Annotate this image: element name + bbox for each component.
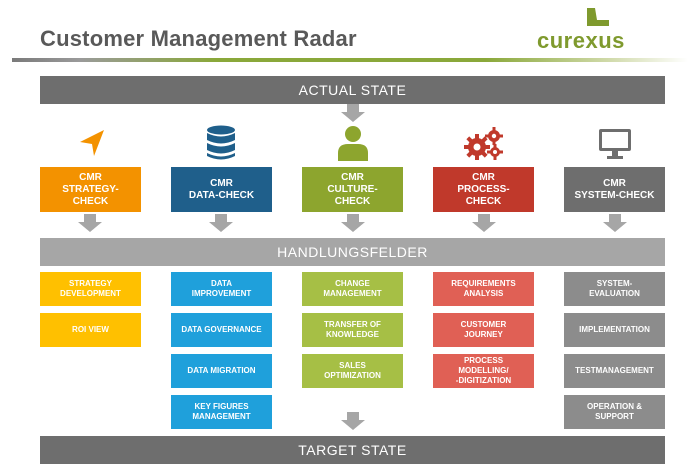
item-data-improvement: DATA IMPROVEMENT xyxy=(171,272,272,306)
header-divider xyxy=(12,58,688,62)
navigation-arrow-icon xyxy=(80,130,104,156)
cmr-process-check-box: CMR PROCESS- CHECK xyxy=(433,167,534,212)
item-key-figures-management: KEY FIGURES MANAGEMENT xyxy=(171,395,272,429)
item-system-evaluation: SYSTEM- EVALUATION xyxy=(564,272,665,306)
item-implementation: IMPLEMENTATION xyxy=(564,313,665,347)
item-data-governance: DATA GOVERNANCE xyxy=(171,313,272,347)
person-icon xyxy=(338,126,368,161)
page-title: Customer Management Radar xyxy=(40,26,357,51)
down-arrow-target xyxy=(341,412,365,430)
down-arrow-actual xyxy=(341,104,365,122)
cmr-strategy-check-box: CMR STRATEGY- CHECK xyxy=(40,167,141,212)
down-arrow-strategy xyxy=(78,214,102,232)
target-state-bar: TARGET STATE xyxy=(40,436,665,464)
item-operation-support: OPERATION & SUPPORT xyxy=(564,395,665,429)
item-strategy-development: STRATEGY DEVELOPMENT xyxy=(40,272,141,306)
item-customer-journey: CUSTOMER JOURNEY xyxy=(433,313,534,347)
logo-mark-icon xyxy=(587,8,609,26)
monitor-icon xyxy=(599,129,631,159)
handlungsfelder-bar: HANDLUNGSFELDER xyxy=(40,238,665,266)
database-icon xyxy=(207,125,235,160)
cmr-culture-check-box: CMR CULTURE- CHECK xyxy=(302,167,403,212)
down-arrow-system xyxy=(603,214,627,232)
item-change-management: CHANGE MANAGEMENT xyxy=(302,272,403,306)
item-transfer-of-knowledge: TRANSFER OF KNOWLEDGE xyxy=(302,313,403,347)
down-arrow-process xyxy=(472,214,496,232)
item-testmanagement: TESTMANAGEMENT xyxy=(564,354,665,388)
actual-state-bar: ACTUAL STATE xyxy=(40,76,665,104)
curexus-logo: curexus xyxy=(537,8,662,53)
cmr-data-check-box: CMR DATA-CHECK xyxy=(171,167,272,212)
item-sales-optimization: SALES OPTIMIZATION xyxy=(302,354,403,388)
item-data-migration: DATA MIGRATION xyxy=(171,354,272,388)
gears-icon xyxy=(464,127,503,160)
item-process-modelling: PROCESS MODELLING/ -DIGITIZATION xyxy=(433,354,534,388)
logo-text: curexus xyxy=(537,28,625,53)
down-arrow-culture xyxy=(341,214,365,232)
cmr-system-check-box: CMR SYSTEM-CHECK xyxy=(564,167,665,212)
item-requirements-analysis: REQUIREMENTS ANALYSIS xyxy=(433,272,534,306)
item-roi-view: ROI VIEW xyxy=(40,313,141,347)
down-arrow-data xyxy=(209,214,233,232)
